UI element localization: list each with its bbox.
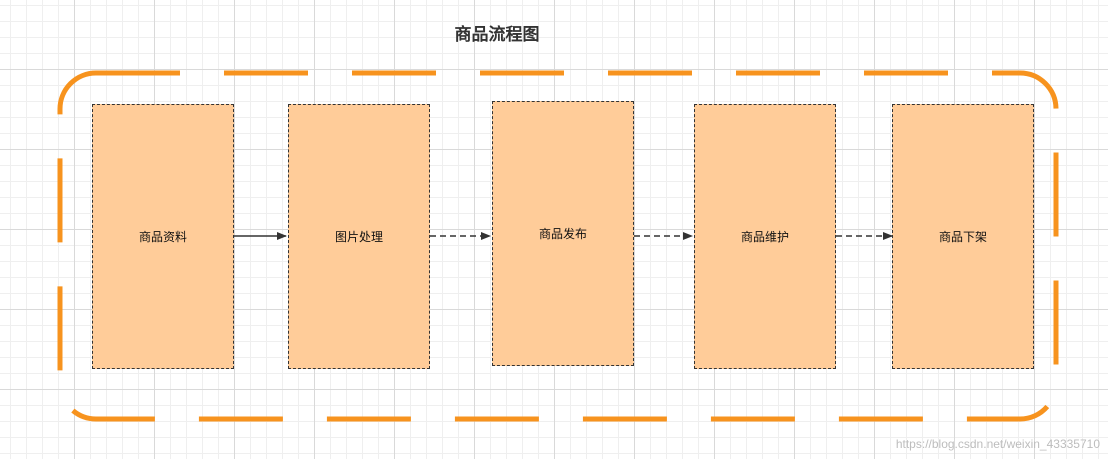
- step-label: 商品资料: [138, 230, 187, 244]
- step-label: 商品发布: [538, 227, 587, 241]
- step-label: 商品维护: [740, 230, 789, 244]
- diagram-title: 商品流程图: [454, 25, 540, 45]
- step-label: 商品下架: [938, 230, 987, 244]
- step-box-product-maintenance[interactable]: 商品维护: [694, 104, 836, 369]
- step-box-image-processing[interactable]: 图片处理: [288, 104, 430, 369]
- step-box-product-delist[interactable]: 商品下架: [892, 104, 1034, 369]
- group-container: [57, 70, 1059, 422]
- watermark-text: https://blog.csdn.net/weixin_43335710: [895, 437, 1100, 451]
- step-box-product-info[interactable]: 商品资料: [92, 104, 234, 369]
- step-label: 图片处理: [334, 230, 383, 244]
- step-box-product-publish[interactable]: 商品发布: [492, 101, 634, 366]
